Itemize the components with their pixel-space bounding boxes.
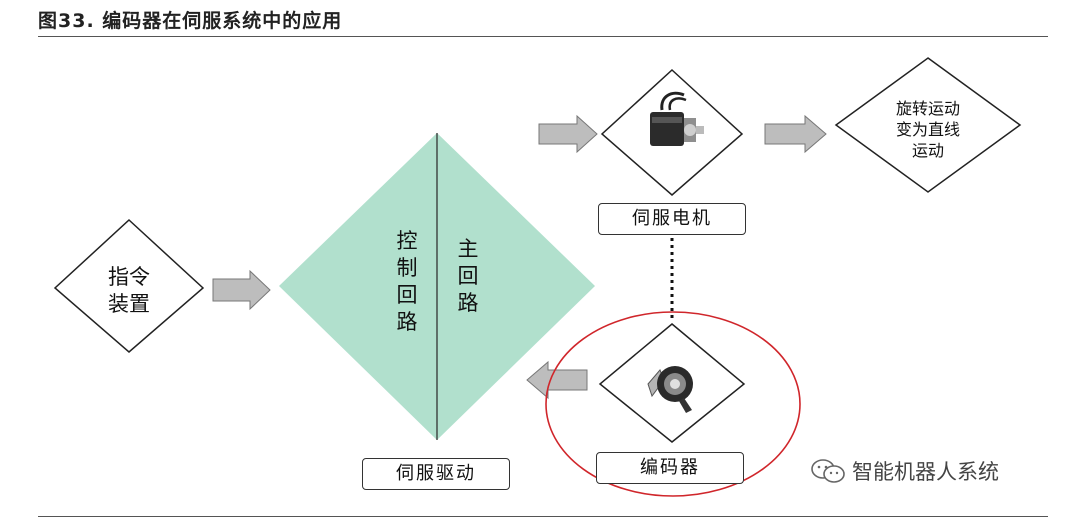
rotary-linear-label: 旋转运动 变为直线 运动 xyxy=(895,99,960,160)
top-rule xyxy=(38,36,1048,37)
command-device-label: 指令 装置 xyxy=(108,265,150,316)
servo-drive-label: 伺服驱动 xyxy=(362,458,510,490)
main-loop-label: 主回路 xyxy=(457,237,479,315)
rotary-linear-diamond xyxy=(834,57,1022,193)
arrow-encoder-feedback xyxy=(526,360,588,400)
servo-motor-label: 伺服电机 xyxy=(598,203,746,235)
wechat-icon xyxy=(811,459,845,483)
arrow-to-linear xyxy=(764,114,827,154)
watermark: 智能机器人系统 xyxy=(810,456,999,486)
watermark-text: 智能机器人系统 xyxy=(852,460,999,484)
control-loop-label: 控制回路 xyxy=(396,229,418,334)
encoder-highlight-circle xyxy=(545,311,801,497)
encoder-label: 编码器 xyxy=(596,452,744,484)
encoder-image xyxy=(647,366,693,413)
arrow-to-motor xyxy=(538,114,598,154)
servo-motor-image xyxy=(650,91,704,146)
bottom-rule xyxy=(38,516,1048,517)
figure-title: 图33. 编码器在伺服系统中的应用 xyxy=(38,10,343,32)
arrow-to-control xyxy=(212,269,271,311)
command-device-diamond xyxy=(53,218,205,353)
